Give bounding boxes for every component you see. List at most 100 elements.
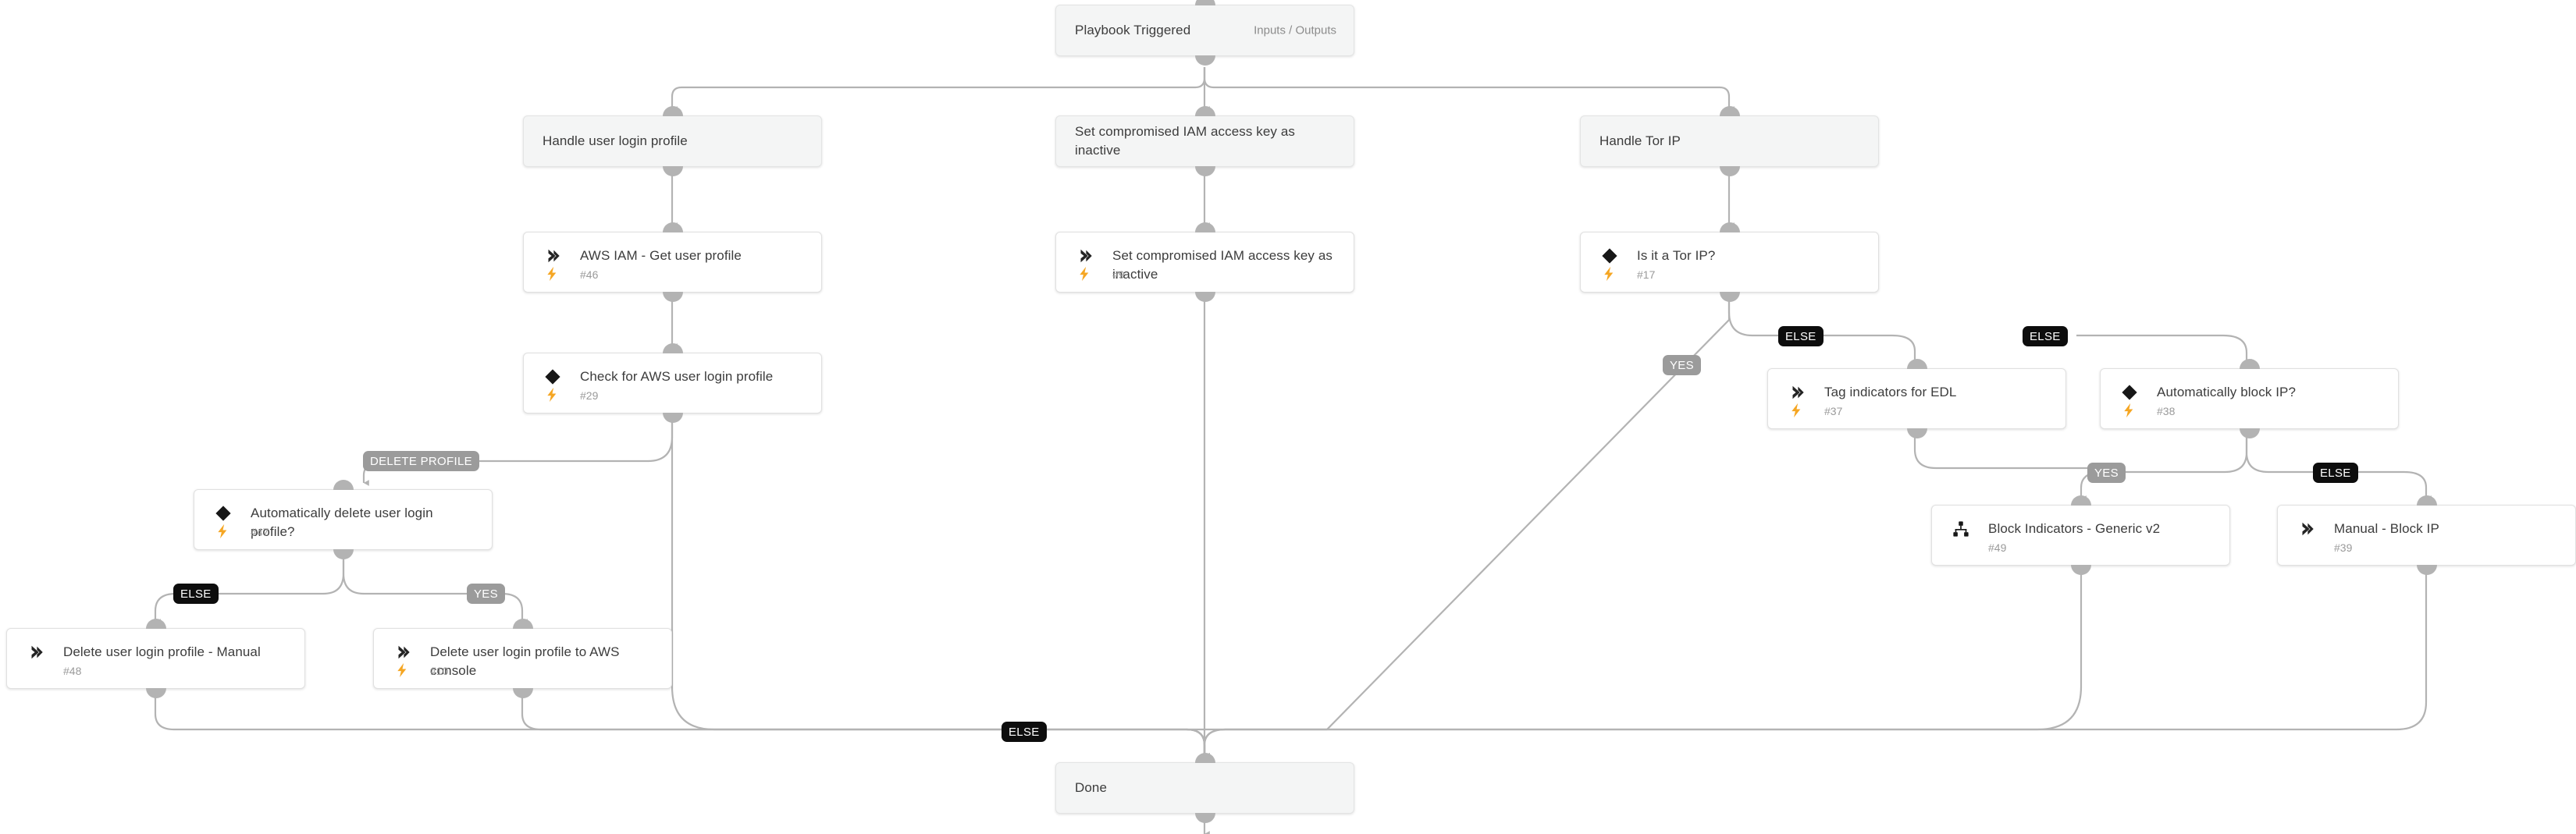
node-anchor-top[interactable] [662, 343, 683, 353]
edge-10-to-done [521, 694, 1210, 759]
done-node[interactable]: Done [1055, 762, 1354, 814]
automation-bolt-icon [1788, 402, 1804, 419]
condition-automatically-block-ip[interactable]: Automatically block IP?#38 [2100, 368, 2399, 429]
node-task-id: #46 [580, 268, 599, 281]
condition-check-for-aws-user-login-profile[interactable]: Check for AWS user login profile#29 [523, 353, 822, 413]
node-anchor-bottom[interactable] [662, 413, 683, 423]
node-anchor-bottom[interactable] [662, 166, 683, 176]
badge-else-tag-indicators[interactable]: ELSE [2023, 326, 2068, 346]
badge-else-block-ip[interactable]: ELSE [2313, 463, 2358, 483]
node-anchor-top[interactable] [1194, 106, 1215, 116]
badge-else-check-login-profile[interactable]: ELSE [1002, 722, 1047, 742]
node-anchor-top[interactable] [1194, 753, 1215, 763]
node-task-id: #17 [1637, 268, 1656, 281]
node-anchor-top[interactable] [662, 106, 683, 116]
sub-playbook-icon [1952, 520, 1969, 538]
node-anchor-bottom[interactable] [2416, 565, 2437, 575]
node-title: Set compromised IAM access key as inacti… [1112, 248, 1333, 282]
node-anchor-top[interactable] [2416, 495, 2437, 506]
node-inputs-outputs-link[interactable]: Inputs / Outputs [1254, 23, 1336, 37]
automation-bolt-icon [394, 662, 410, 679]
automation-bolt-icon [544, 265, 560, 282]
node-task-id: #10 [430, 665, 449, 677]
node-anchor-top[interactable] [512, 619, 533, 629]
task-tag-indicators-for-edl[interactable]: Tag indicators for EDL#37 [1767, 368, 2066, 429]
node-anchor-bottom[interactable] [662, 292, 683, 302]
playbook-triggered-node[interactable]: Playbook Triggered Inputs / Outputs [1055, 5, 1354, 56]
diamond-condition-icon [1601, 247, 1618, 264]
automation-bolt-icon [1601, 265, 1617, 282]
node-anchor-bottom[interactable] [1194, 166, 1215, 176]
edge-37-to-38-else [1913, 434, 2111, 470]
node-anchor-top[interactable] [1719, 106, 1740, 116]
task-set-compromised-iam-access-key-as-inactive[interactable]: Set compromised IAM access key as inacti… [1055, 232, 1354, 293]
chevron-right-icon [2298, 520, 2315, 538]
node-anchor-bottom[interactable] [1194, 813, 1215, 823]
condition-is-it-a-tor-ip[interactable]: Is it a Tor IP? #17 [1580, 232, 1879, 293]
node-task-id: #47 [251, 526, 269, 538]
node-title: Handle Tor IP [1599, 133, 1681, 148]
badge-label: ELSE [2030, 329, 2061, 343]
task-delete-user-login-profile-manual[interactable]: Delete user login profile - Manual#48 [6, 628, 305, 689]
chevron-right-icon [1076, 247, 1094, 264]
task-aws-iam-get-user-profile[interactable]: AWS IAM - Get user profile#46 [523, 232, 822, 293]
automation-bolt-icon [215, 523, 230, 540]
node-anchor-bottom[interactable] [512, 688, 533, 698]
node-anchor-bottom[interactable] [1719, 166, 1740, 176]
node-anchor-top[interactable] [1906, 359, 1927, 369]
automation-bolt-icon [1076, 265, 1092, 282]
subplaybook-block-indicators-generic-v2[interactable]: Block Indicators - Generic v2#49 [1931, 505, 2230, 566]
node-anchor-top[interactable] [2239, 359, 2260, 369]
condition-automatically-delete-user-login-profile[interactable]: Automatically delete user login profile?… [194, 489, 493, 550]
node-anchor-bottom[interactable] [145, 688, 166, 698]
edge-17-yes-to-done [1186, 297, 1731, 759]
chevron-right-icon [544, 247, 561, 264]
node-anchor-bottom[interactable] [1194, 55, 1215, 66]
edge-29-to-done-else [671, 418, 1210, 759]
automation-bolt-icon [544, 386, 560, 403]
section-handle-tor-ip[interactable]: Handle Tor IP [1580, 115, 1879, 167]
node-task-id: #9 [1112, 268, 1125, 281]
badge-label: DELETE PROFILE [370, 454, 472, 468]
node-anchor-bottom[interactable] [1194, 292, 1215, 302]
badge-label: ELSE [1785, 329, 1816, 343]
node-title: Delete user login profile to AWS console [430, 644, 620, 678]
chevron-right-icon [394, 644, 411, 661]
node-anchor-bottom[interactable] [1719, 292, 1740, 302]
node-anchor-bottom[interactable] [2070, 565, 2091, 575]
node-title: Playbook Triggered [1075, 23, 1191, 37]
badge-label: ELSE [1009, 725, 1040, 739]
section-set-compromised-iam-access-key-as-inactive[interactable]: Set compromised IAM access key as inacti… [1055, 115, 1354, 167]
node-title: Done [1075, 780, 1108, 795]
node-anchor-top[interactable] [333, 480, 354, 490]
task-delete-user-login-profile-to-aws-console[interactable]: Delete user login profile to AWS console… [373, 628, 672, 689]
node-anchor-top[interactable] [662, 222, 683, 232]
badge-delete-profile[interactable]: DELETE PROFILE [363, 451, 479, 471]
node-anchor-bottom[interactable] [1906, 428, 1927, 438]
section-handle-user-login-profile[interactable]: Handle user login profile [523, 115, 822, 167]
badge-label: YES [474, 587, 498, 601]
badge-yes-delete-profile[interactable]: YES [467, 584, 505, 604]
node-anchor-bottom[interactable] [2239, 428, 2260, 438]
edge-trigger-to-tor [1203, 67, 1735, 112]
diamond-condition-icon [544, 368, 561, 385]
node-anchor-top[interactable] [2070, 495, 2091, 506]
node-title: Automatically block IP? [2157, 385, 2297, 399]
node-anchor-bottom[interactable] [333, 549, 354, 559]
badge-else-delete-profile[interactable]: ELSE [173, 584, 219, 604]
node-anchor-top[interactable] [1194, 222, 1215, 232]
badge-else-tor-ip[interactable]: ELSE [1778, 326, 1823, 346]
badge-yes-block-ip[interactable]: YES [2087, 463, 2126, 483]
task-manual-block-ip[interactable]: Manual - Block IP#39 [2277, 505, 2576, 566]
node-anchor-top[interactable] [1194, 0, 1215, 5]
badge-label: YES [2094, 466, 2119, 480]
node-title: Is it a Tor IP? [1637, 248, 1716, 263]
node-anchor-top[interactable] [145, 619, 166, 629]
node-anchor-top[interactable] [1719, 222, 1740, 232]
node-title: Automatically delete user login profile? [251, 506, 433, 539]
node-title: Set compromised IAM access key as inacti… [1075, 124, 1296, 158]
diamond-condition-icon [2121, 384, 2138, 401]
node-title: Check for AWS user login profile [580, 369, 774, 384]
badge-yes-tor-ip[interactable]: YES [1663, 355, 1701, 375]
